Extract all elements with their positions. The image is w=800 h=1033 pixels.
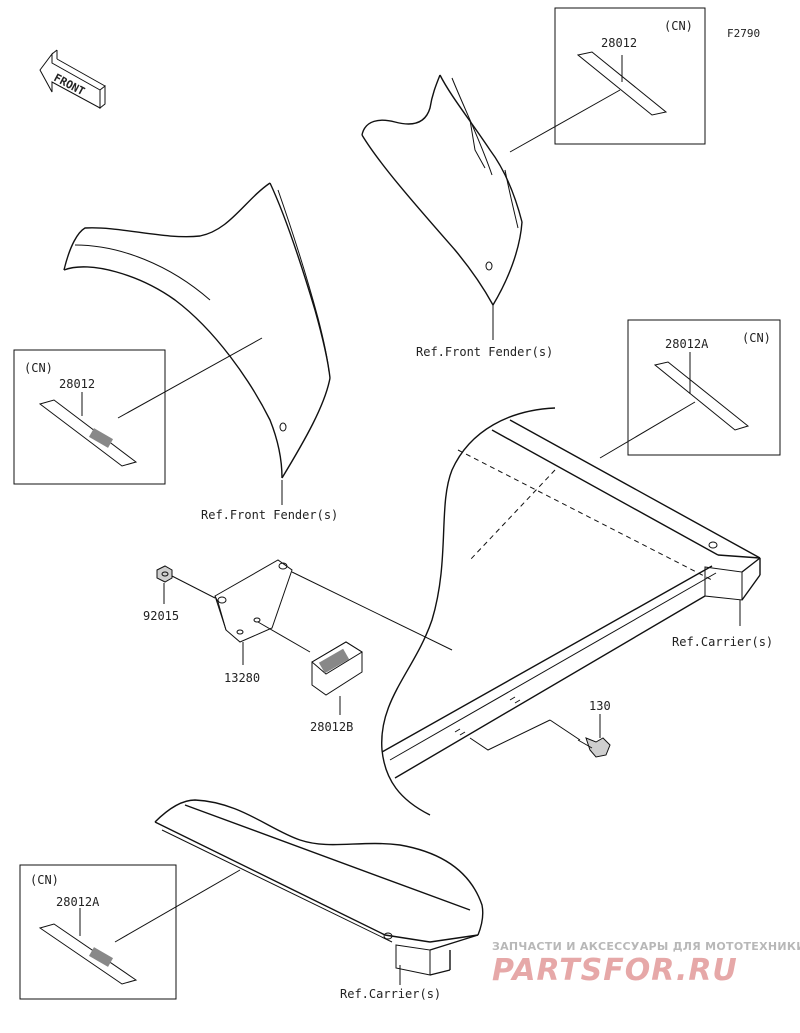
label-plate-28012b (311, 641, 363, 715)
watermark-subtitle: ЗАПЧАСТИ И АКСЕССУАРЫ ДЛЯ МОТОТЕХНИКИ (492, 940, 800, 953)
callout-2-cn: (CN) (24, 361, 53, 375)
callout-3-cn: (CN) (742, 331, 771, 345)
part-plate-label: 28012B (310, 720, 353, 734)
part-nut-label: 92015 (143, 609, 179, 623)
ref-front-fender-top: Ref.Front Fender(s) (416, 345, 553, 359)
front-fender-left (63, 182, 331, 505)
diagram-code: F2790 (727, 27, 760, 40)
logo-icon (88, 428, 114, 448)
ref-carrier-right: Ref.Carrier(s) (672, 635, 773, 649)
ref-front-fender-left: Ref.Front Fender(s) (201, 508, 338, 522)
nut-icon (156, 565, 216, 604)
ref-carrier-bottom: Ref.Carrier(s) (340, 987, 441, 1001)
callout-box-2 (13, 337, 263, 485)
watermark-brand: PARTSFOR.RU (492, 953, 738, 988)
bracket-plate (214, 559, 453, 665)
callout-4-part: 28012A (56, 895, 100, 909)
callout-4-cn: (CN) (30, 873, 59, 887)
carrier-bottom (154, 799, 484, 985)
logo-icon (88, 947, 114, 967)
callout-box-3 (599, 319, 781, 459)
part-bolt-label: 130 (589, 699, 611, 713)
callout-3-part: 28012A (665, 337, 709, 351)
part-bracket-label: 13280 (224, 671, 260, 685)
callout-1-cn: (CN) (664, 19, 693, 33)
front-fender-top (361, 74, 523, 340)
callout-box-4 (19, 864, 241, 1000)
logo-icon (318, 648, 350, 674)
bolt-icon (577, 714, 611, 758)
callout-1-part: 28012 (601, 36, 637, 50)
callout-box-1 (509, 7, 706, 153)
callout-2-part: 28012 (59, 377, 95, 391)
front-arrow-icon: FRONT (39, 49, 106, 110)
carrier-right (381, 407, 761, 816)
